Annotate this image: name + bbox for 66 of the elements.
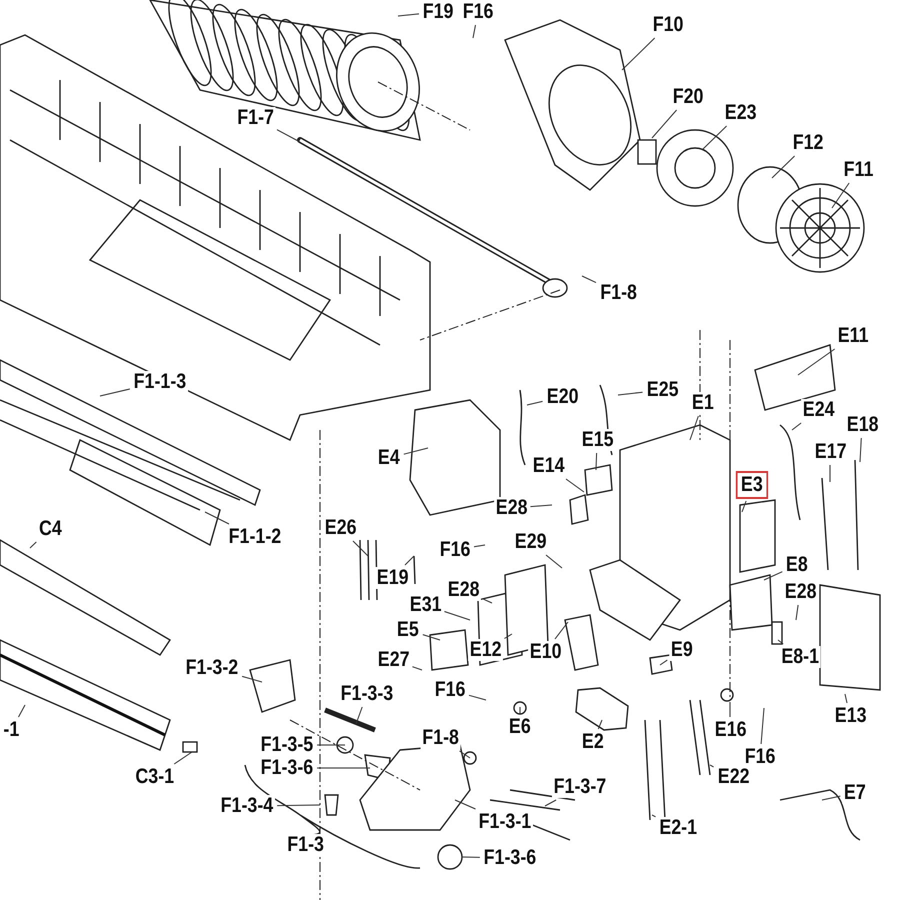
leader-line — [742, 500, 747, 512]
leader-line — [598, 720, 602, 730]
leader-line — [403, 448, 428, 455]
leader-line — [860, 438, 862, 462]
part-number: E9 — [669, 639, 694, 661]
part-number: E1 — [690, 392, 716, 414]
leader-line — [174, 752, 192, 764]
leader-line — [352, 540, 368, 556]
leader-line — [660, 660, 668, 666]
leader-line — [276, 804, 320, 806]
leader-line — [422, 634, 440, 640]
leader-line — [844, 694, 848, 704]
leader-line — [204, 512, 230, 524]
leader-line — [404, 556, 414, 566]
leader-line — [582, 276, 596, 284]
part-number: E8-1 — [780, 646, 821, 668]
leader-line — [276, 129, 300, 142]
leader-line — [242, 676, 262, 682]
leader-line — [710, 764, 714, 768]
part-number: E28 — [446, 579, 481, 601]
leader-line — [792, 422, 802, 430]
part-number: E12 — [468, 639, 503, 661]
leader-line — [474, 544, 486, 548]
leader-line — [566, 478, 584, 492]
part-number: E15 — [580, 429, 615, 451]
part-number: E3 — [736, 471, 768, 499]
leader-line — [412, 666, 422, 670]
leader-line — [472, 24, 476, 38]
part-number: E19 — [374, 567, 410, 589]
leader-line — [796, 604, 799, 620]
part-number: F1-8 — [420, 727, 460, 749]
leader-line — [764, 571, 783, 580]
leader-line — [100, 388, 130, 396]
leader-line — [316, 744, 346, 746]
leader-line — [772, 156, 796, 178]
leader-line — [652, 814, 656, 818]
leader-line — [690, 416, 699, 440]
leader-line — [530, 504, 552, 508]
leader-line — [652, 110, 678, 138]
leader-line — [702, 126, 728, 150]
part-number: E7 — [842, 782, 868, 804]
part-number: F1-1-3 — [132, 371, 188, 393]
leader-line — [459, 750, 470, 758]
leader-line — [526, 400, 544, 406]
part-number: F1-3 — [285, 834, 326, 856]
leader-line — [504, 634, 512, 639]
leader-line — [554, 622, 568, 640]
leader-line — [454, 800, 476, 810]
leader-line — [544, 800, 557, 806]
leader-line — [618, 392, 644, 396]
leader-line — [546, 554, 562, 568]
part-number: F1-3-7 — [552, 776, 608, 798]
leader-line — [462, 856, 480, 858]
leader-line — [822, 796, 841, 800]
leader-line — [18, 704, 26, 718]
leader-line — [760, 708, 764, 744]
leader-line — [622, 38, 656, 70]
leader-line — [468, 694, 486, 700]
leader-line — [596, 452, 598, 470]
leader-line — [356, 706, 363, 724]
leader-line — [30, 542, 37, 548]
leader-line — [778, 640, 784, 644]
leader-line — [482, 598, 492, 604]
leader-line — [832, 182, 850, 208]
leader-line — [398, 13, 420, 16]
leader-line — [444, 611, 470, 620]
